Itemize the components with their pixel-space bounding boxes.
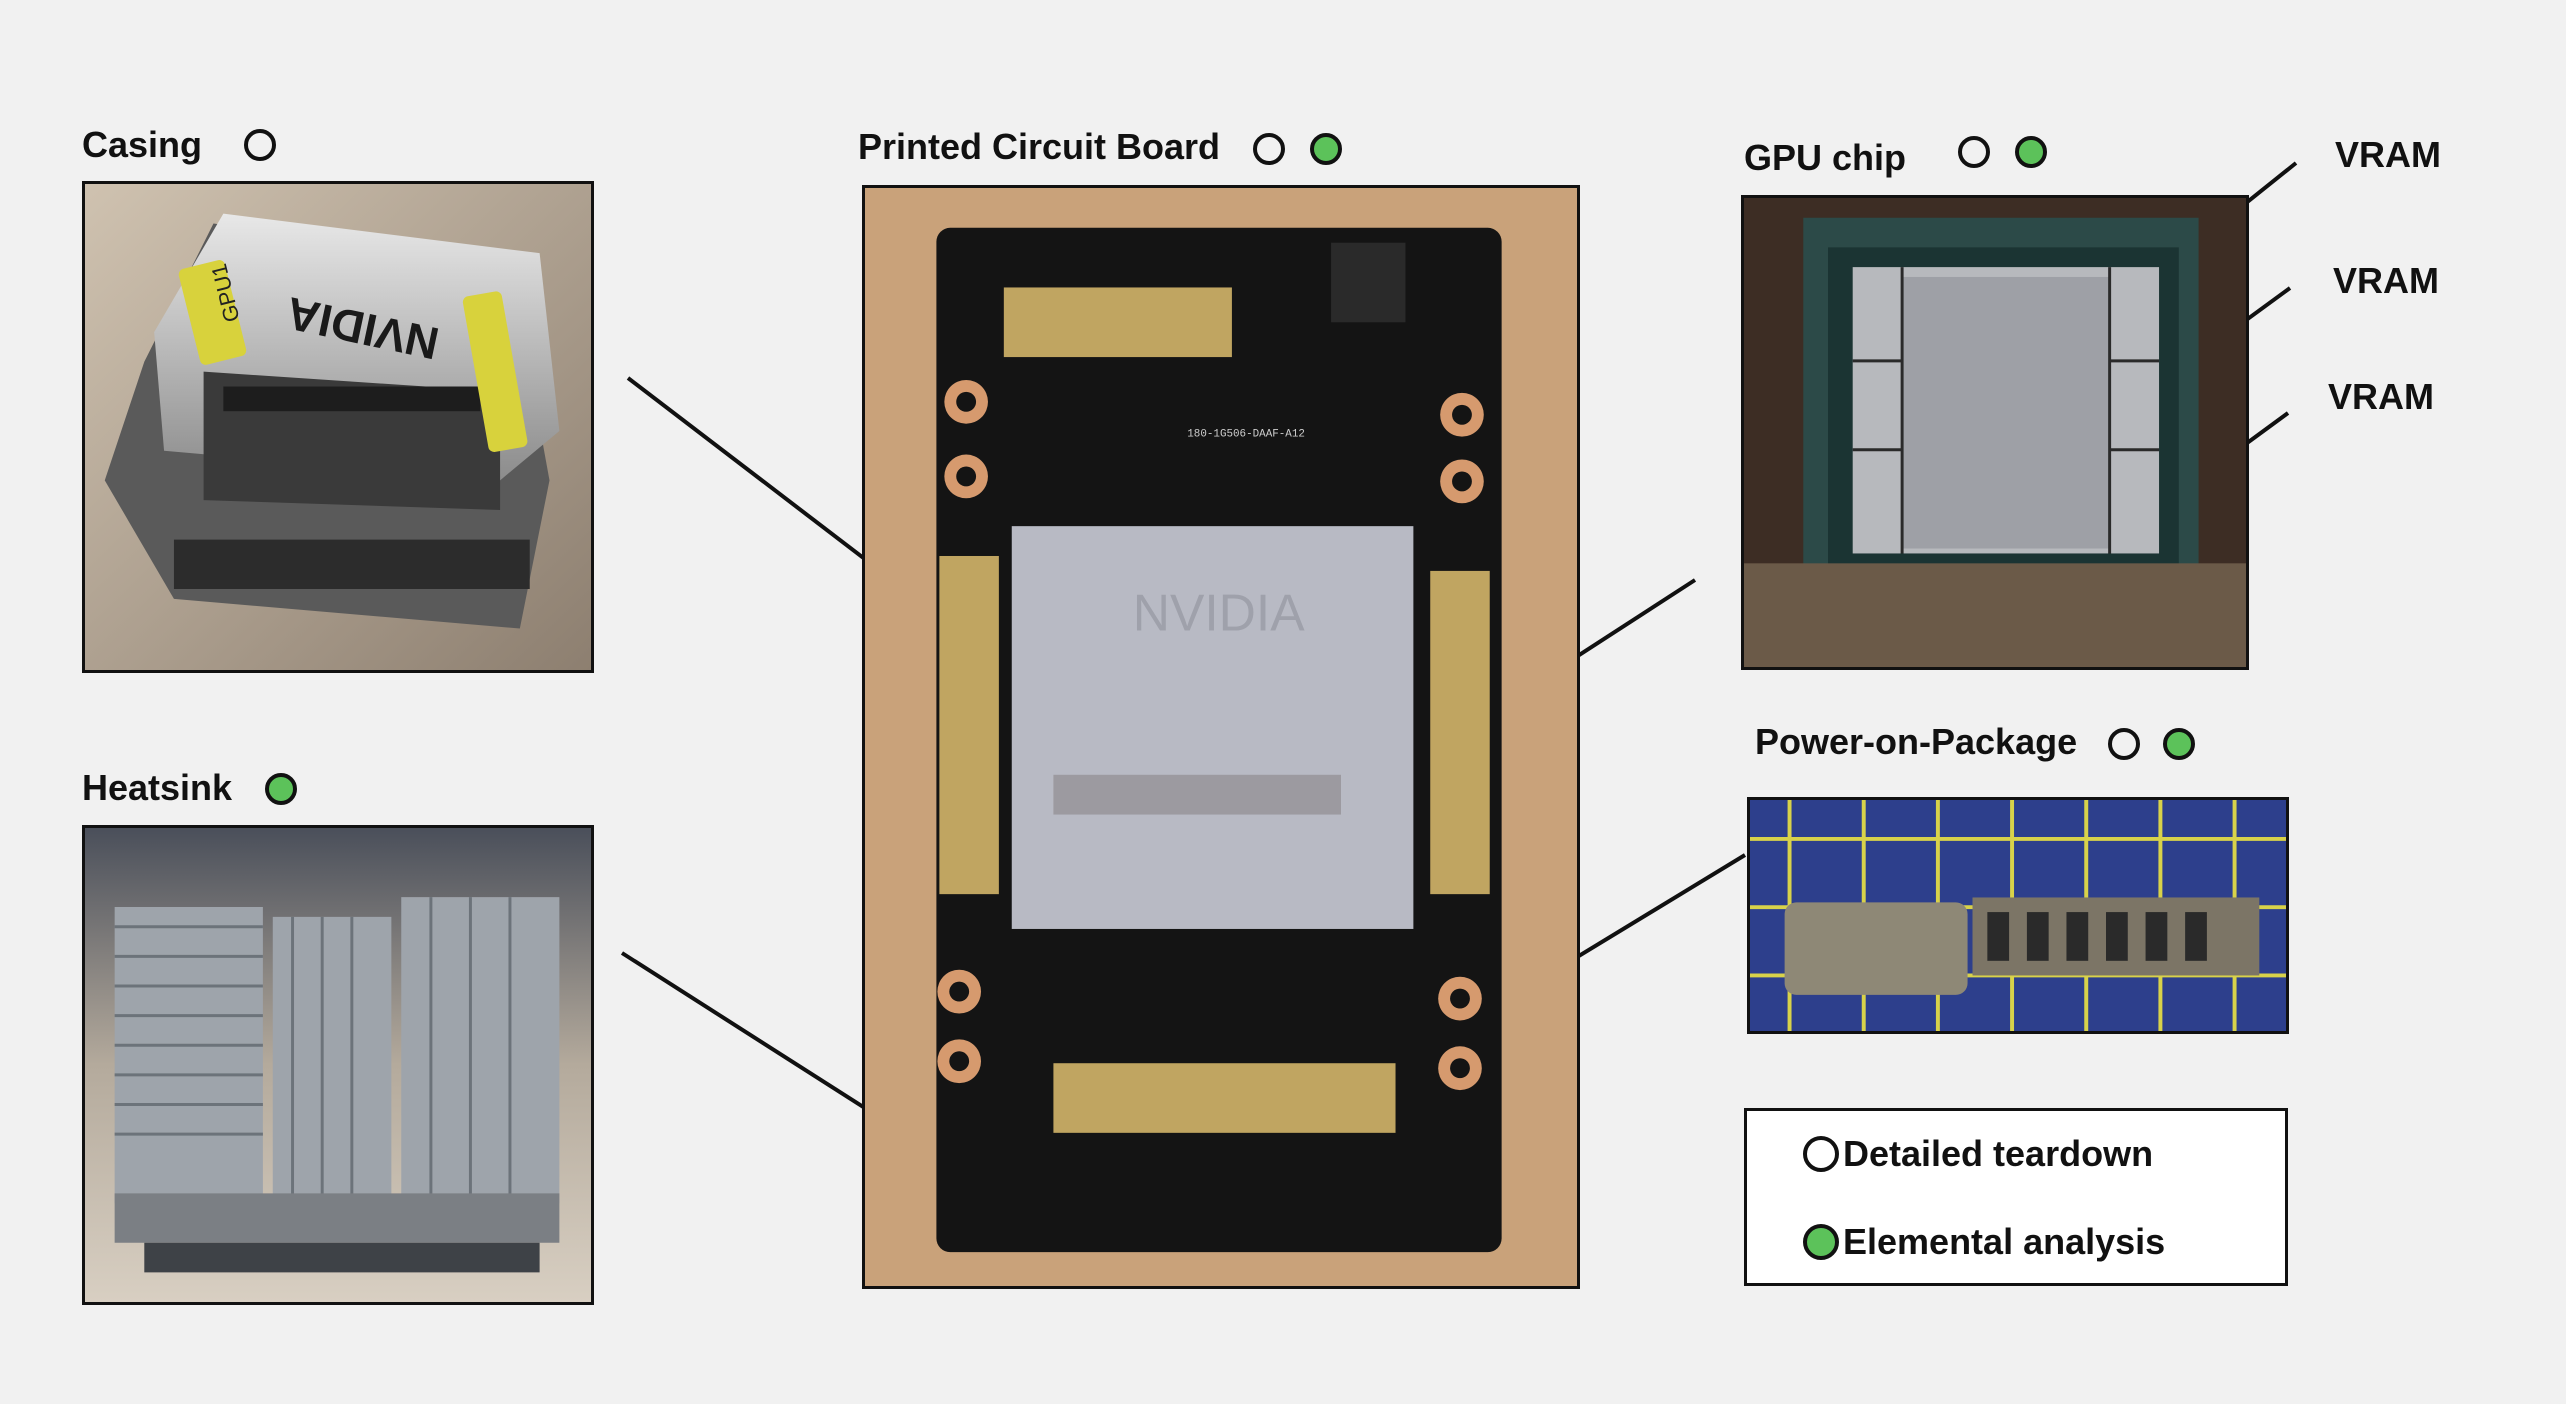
legend-label-teardown: Detailed teardown (1843, 1133, 2154, 1174)
vram-label-3: VRAM (2328, 376, 2434, 417)
gpu-chip-elemental-marker (2015, 136, 2047, 168)
heatsink-title: Heatsink (82, 767, 233, 808)
legend: Detailed teardown Elemental analysis (1744, 1108, 2288, 1286)
gpu-chip-photo (1741, 195, 2249, 670)
pcb-photo: NVIDIA 180-1G506-DAAF-A12 (862, 185, 1580, 1289)
pop-title: Power-on-Package (1755, 721, 2078, 762)
heatsink-photo (82, 825, 594, 1305)
heatsink-elemental-marker (265, 773, 297, 805)
casing-title: Casing (82, 124, 203, 165)
pop-teardown-marker (2108, 728, 2140, 760)
pop-photo (1747, 797, 2289, 1034)
legend-label-elemental: Elemental analysis (1843, 1221, 2166, 1262)
open-circle-icon (1803, 1136, 1839, 1172)
vram-label-1: VRAM (2335, 134, 2441, 175)
pcb-part-number: 180-1G506-DAAF-A12 (1187, 429, 1305, 441)
gpu-chip-teardown-marker (1958, 136, 1990, 168)
pcb-chip-brand: NVIDIA (1133, 584, 1305, 642)
casing-teardown-marker (244, 129, 276, 161)
legend-item-detailed-teardown: Detailed teardown (1803, 1133, 2153, 1175)
pcb-elemental-marker (1310, 133, 1342, 165)
filled-circle-icon (1803, 1224, 1839, 1260)
pop-elemental-marker (2163, 728, 2195, 760)
casing-photo: GPU1 NVIDIA (82, 181, 594, 673)
vram-label-2: VRAM (2333, 260, 2439, 301)
legend-item-elemental-analysis: Elemental analysis (1803, 1221, 2165, 1263)
heatsink-fins (114, 897, 560, 1204)
pcb-title: Printed Circuit Board (858, 126, 1221, 167)
pcb-teardown-marker (1253, 133, 1285, 165)
gpu-chip-title: GPU chip (1744, 137, 1907, 178)
